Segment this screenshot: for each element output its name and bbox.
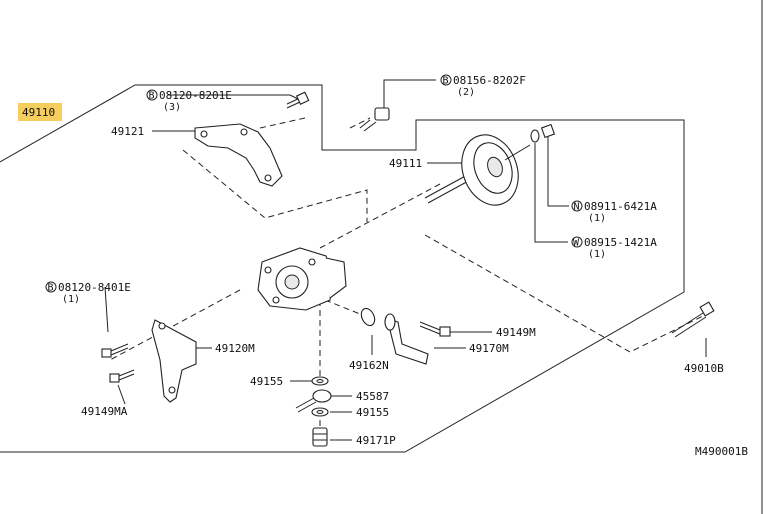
nut-marker: N <box>574 202 580 213</box>
part-label-45587[interactable]: 45587 <box>356 390 389 403</box>
part-label-49170m[interactable]: 49170M <box>469 342 509 355</box>
pulley-shaft-part[interactable] <box>424 127 531 213</box>
nut-washer-part[interactable] <box>530 123 556 143</box>
part-label-49149ma[interactable]: 49149MA <box>81 405 128 418</box>
part-highlight <box>18 103 62 121</box>
washer-lower-part[interactable] <box>311 407 329 417</box>
bolt-code: 08120-8401E <box>58 281 131 294</box>
bolt-qty: (1) <box>62 294 80 305</box>
bolt-code: 08156-8202F <box>453 74 526 87</box>
part-label-49010b[interactable]: 49010B <box>684 362 724 375</box>
power-steering-pump-part[interactable] <box>257 247 347 311</box>
washer-marker: W <box>573 238 580 249</box>
upper-bracket-part[interactable] <box>194 123 283 187</box>
part-label-49111[interactable]: 49111 <box>389 157 422 170</box>
bolt-lower-left-part[interactable] <box>101 343 129 358</box>
bolt-upper-right-part[interactable] <box>359 107 390 132</box>
part-label-49155-lower[interactable]: 49155 <box>356 406 389 419</box>
washer-qty: (1) <box>588 249 606 260</box>
drawing-code: M490001B <box>695 445 748 458</box>
callout-08120-8201e[interactable]: B 08120-8201E (3) <box>146 89 232 113</box>
bolt-code: 08120-8201E <box>159 89 232 102</box>
callout-08911-6421a[interactable]: N 08911-6421A (1) <box>571 200 657 224</box>
part-label-49155-upper[interactable]: 49155 <box>250 375 283 388</box>
part-label-49162n[interactable]: 49162N <box>349 359 389 372</box>
bolt-qty: (3) <box>163 102 181 113</box>
part-label-49110[interactable]: 49110 <box>22 106 55 119</box>
connector-pipe-part[interactable] <box>384 313 429 365</box>
plug-49171p-part[interactable] <box>312 427 328 447</box>
nut-code: 08911-6421A <box>584 200 657 213</box>
bolt-marker: B <box>443 76 449 87</box>
callout-08120-8401e[interactable]: B 08120-8401E (1) <box>45 281 131 305</box>
bolt-49149m-part[interactable] <box>419 321 451 337</box>
bolt-qty: (2) <box>457 87 475 98</box>
part-label-49171p[interactable]: 49171P <box>356 434 396 447</box>
part-label-49121[interactable]: 49121 <box>111 125 144 138</box>
o-ring-part[interactable] <box>359 306 377 327</box>
assembly-boundary <box>0 84 685 453</box>
washer-code: 08915-1421A <box>584 236 657 249</box>
nut-qty: (1) <box>588 213 606 224</box>
leader-lines <box>104 79 707 441</box>
bolt-marker: B <box>48 283 54 294</box>
callout-08915-1421a[interactable]: W 08915-1421A (1) <box>571 236 657 260</box>
long-bolt-part[interactable] <box>671 301 715 338</box>
lower-bracket-part[interactable] <box>151 319 197 403</box>
part-label-49149m[interactable]: 49149M <box>496 326 536 339</box>
part-label-49120m[interactable]: 49120M <box>215 342 255 355</box>
washer-upper-part[interactable] <box>311 376 329 386</box>
bolt-49149ma-part[interactable] <box>109 369 135 383</box>
bolt-marker: B <box>149 91 155 102</box>
fitting-45587-part[interactable] <box>295 389 332 413</box>
callout-08156-8202f[interactable]: B 08156-8202F (2) <box>440 74 526 98</box>
bolt-top-part[interactable] <box>286 91 310 109</box>
